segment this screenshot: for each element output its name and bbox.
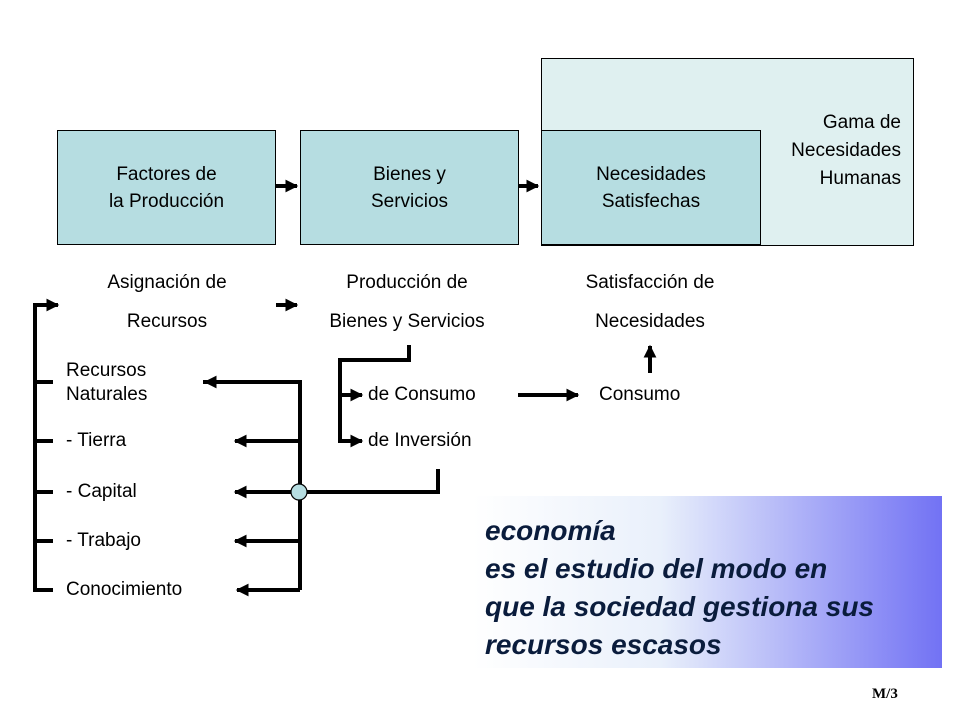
definition-line-2: es el estudio del modo en — [485, 553, 828, 584]
definition-line-1: economía — [485, 515, 616, 546]
satisfaccion-label: Satisfacción de Necesidades — [585, 272, 715, 332]
produccion-label: Producción de Bienes y Servicios — [329, 272, 485, 332]
recursos-naturales-label: Recursos Naturales — [66, 360, 148, 405]
tierra-label: - Tierra — [66, 430, 127, 451]
asignacion-label: Asignación de Recursos — [107, 272, 227, 332]
gama-necesidades-label: Gama de Necesidades Humanas — [791, 112, 901, 189]
distribution-line — [203, 380, 302, 590]
capital-label: - Capital — [66, 481, 137, 502]
consumo-label: Consumo — [599, 384, 681, 405]
de-inversion-label: de Inversión — [368, 430, 472, 451]
de-consumo-label: de Consumo — [368, 384, 476, 405]
definition-box: economía es el estudio del modo en que l… — [473, 496, 942, 668]
trabajo-label: - Trabajo — [66, 530, 141, 551]
junction-node — [290, 483, 308, 501]
definition-text: economía es el estudio del modo en que l… — [485, 512, 934, 664]
inversion-feedback-line — [300, 469, 440, 494]
page-number: M/3 — [872, 686, 898, 702]
bienes-servicios-box: Bienes y Servicios — [300, 130, 519, 245]
definition-line-4: recursos escasos — [485, 629, 722, 660]
conocimiento-label: Conocimiento — [66, 579, 183, 600]
left-bracket — [33, 303, 57, 592]
definition-line-3: que la sociedad gestiona sus — [485, 591, 875, 622]
factores-produccion-box: Factores de la Producción — [57, 130, 276, 245]
necesidades-satisfechas-box: Necesidades Satisfechas — [541, 130, 761, 245]
